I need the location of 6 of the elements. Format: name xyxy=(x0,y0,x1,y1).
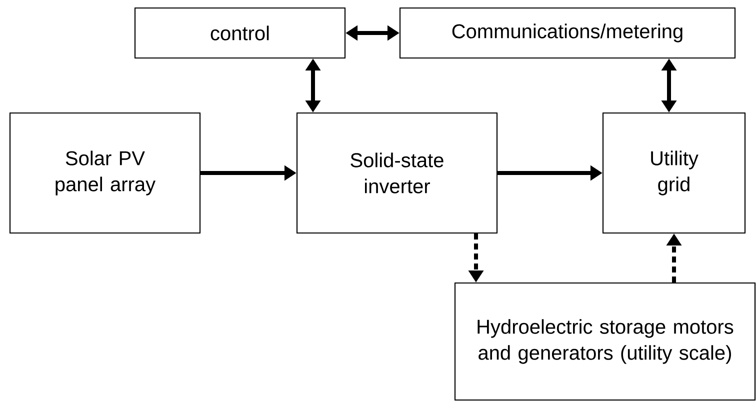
process-box: Utility grid xyxy=(602,112,746,234)
process-box: Solar PV panel array xyxy=(9,112,201,234)
process-box: control xyxy=(134,7,346,59)
process-box: Communications/metering xyxy=(399,7,736,59)
process-box: Hydroelectric storage motors and generators (utility scale) xyxy=(454,282,756,401)
process-box: Solid-state inverter xyxy=(296,112,498,234)
